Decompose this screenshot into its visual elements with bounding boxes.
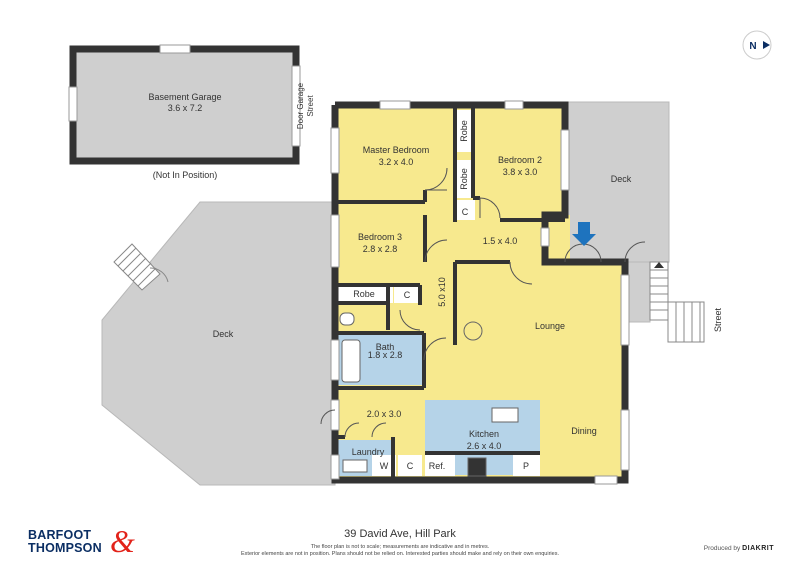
- garage-street-label: Street: [306, 95, 315, 117]
- produced-by-label: Produced by: [703, 545, 741, 552]
- brand-ampersand: &: [110, 523, 135, 559]
- cupboard-b3-label: C: [404, 290, 411, 300]
- deck-right-lower: [627, 261, 651, 323]
- robe-b3: [336, 285, 393, 303]
- cooktop: [467, 457, 487, 477]
- garage-title: Basement Garage: [148, 92, 221, 102]
- house: [320, 100, 646, 485]
- brand-logo: BARFOOT THOMPSON &: [28, 523, 138, 559]
- washer-space: [372, 455, 396, 476]
- producer-name: DIAKRIT: [742, 545, 774, 552]
- pantry-label: P: [523, 461, 529, 471]
- disclaimer-line1: The floor plan is not to scale; measurem…: [310, 544, 490, 550]
- property-address: 39 David Ave, Hill Park: [344, 528, 456, 540]
- washer-label: W: [380, 461, 389, 471]
- bath-name: Bath: [376, 342, 395, 352]
- entry-arrow-icon: [572, 222, 596, 246]
- robe-bed2: [455, 160, 473, 198]
- deck-left-label: Deck: [213, 329, 234, 339]
- laundry-name: Laundry: [352, 447, 385, 457]
- cupboard-b3: [394, 285, 420, 303]
- garage-door: [291, 65, 301, 147]
- cupboard-laundry-label: C: [407, 461, 414, 471]
- kitchen-name: Kitchen: [469, 429, 499, 439]
- laundry-tub: [342, 459, 368, 473]
- robe-bed2-label: Robe: [459, 168, 469, 190]
- hall-top-size: 1.5 x 4.0: [483, 236, 518, 246]
- bedroom3-size: 2.8 x 2.8: [363, 244, 398, 254]
- master-bedroom-size: 3.2 x 4.0: [379, 157, 414, 167]
- kitchen-size: 2.6 x 4.0: [467, 441, 502, 451]
- producer-credit: Produced by DIAKRIT: [704, 545, 774, 552]
- utility-size: 2.0 x 3.0: [367, 409, 402, 419]
- lounge-name: Lounge: [535, 321, 565, 331]
- north-arrow-icon: [763, 41, 770, 49]
- kitchen-sink: [491, 407, 519, 423]
- street-label: Street: [713, 307, 723, 332]
- cupboard-hall-label: C: [462, 207, 469, 217]
- hall-main-size: 5.0 x10: [437, 277, 447, 307]
- robe-b3-label: Robe: [353, 289, 375, 299]
- garage-window-top: [159, 44, 191, 54]
- robe-master: [455, 110, 473, 152]
- fridge-label: Ref.: [429, 461, 446, 471]
- fridge-space: [425, 455, 455, 476]
- dining-name: Dining: [571, 426, 597, 436]
- basement-garage: Basement Garage 3.6 x 7.2 Door Garage St…: [68, 44, 315, 180]
- stairs-left: [113, 243, 169, 291]
- master-bedroom-name: Master Bedroom: [363, 145, 430, 155]
- garage-size: 3.6 x 7.2: [168, 103, 203, 113]
- bedroom2-size: 3.8 x 3.0: [503, 167, 538, 177]
- deck-left: [101, 201, 336, 486]
- heater: [463, 321, 483, 341]
- floor-plan: Basement Garage 3.6 x 7.2 Door Garage St…: [68, 30, 772, 486]
- brand-line1: BARFOOT: [28, 528, 92, 542]
- bedroom3-name: Bedroom 3: [358, 232, 402, 242]
- garage-window-left: [68, 86, 78, 122]
- cupboard-laundry: [398, 455, 422, 476]
- bedroom2-name: Bedroom 2: [498, 155, 542, 165]
- cupboard-hall: [455, 200, 475, 220]
- stairs-right: [649, 261, 705, 343]
- brand-line2: THOMPSON: [28, 541, 102, 555]
- toilet: [339, 312, 355, 326]
- garage-door-label: Door Garage: [296, 82, 305, 129]
- pantry-space: [513, 455, 540, 476]
- deck-right-label: Deck: [611, 174, 632, 184]
- compass: N: [742, 30, 772, 60]
- bathtub: [341, 339, 361, 383]
- garage-not-in-position: (Not In Position): [153, 170, 218, 180]
- robe-master-label: Robe: [459, 120, 469, 142]
- bath-size: 1.8 x 2.8: [368, 350, 403, 360]
- north-label: N: [749, 41, 756, 52]
- disclaimer-line2: Exterior elements are not in position. P…: [241, 551, 559, 557]
